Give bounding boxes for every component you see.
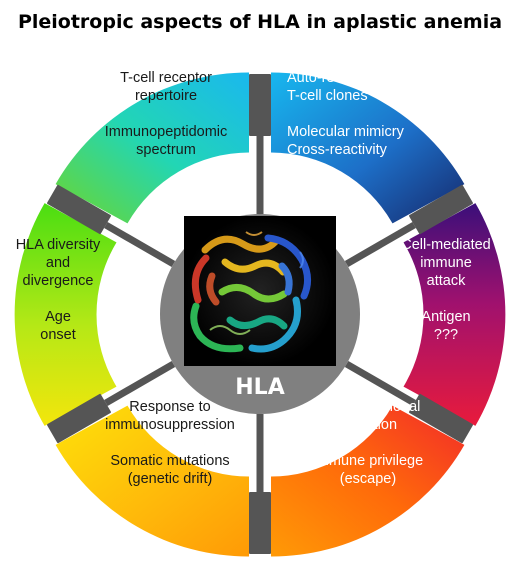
segment-left-line: HLA diversity [16,237,101,253]
spoke-lower-right [344,360,473,444]
segment-top-left-line: spectrum [136,142,196,158]
spoke-lower-left [47,360,176,444]
segment-top-right-line: Molecular mimicry [287,124,405,140]
spoke-upper-left [47,184,176,268]
segment-bottom-left-line: immunosuppression [105,417,235,433]
segment-bottom-right-line: evolution [339,417,397,433]
segment-top-right-line: T-cell clones [287,88,368,104]
segment-right [403,203,506,426]
segment-bottom-right-line: Malignant clonal [316,399,421,415]
segment-text-top-left: T-cell receptor repertoireImmunopeptidomi… [105,70,228,158]
segment-top-left-line: repertoire [135,88,197,104]
spoke-upper-right [344,184,473,268]
segment-top-left-line: Immunopeptidomic [105,124,228,140]
segment-bottom-left [55,405,249,557]
segment-left [14,203,117,426]
segment-right-line: immune [420,255,472,271]
segment-bottom-left-line: Response to [129,399,210,415]
segment-top-left [55,72,249,224]
segment-right-line: ??? [434,327,458,343]
spoke-top [249,74,271,214]
segment-right-line: Cell-mediated [401,237,490,253]
diagram-title: Pleiotropic aspects of HLA in aplastic a… [18,11,502,33]
segment-bottom-left-line: (genetic drift) [128,471,213,487]
segment-right-line: Antigen [421,309,470,325]
segment-bottom-right-line: Immune privilege [313,453,423,469]
segment-left-line: and [46,255,70,271]
hub-label: HLA [235,375,284,400]
segment-top-right-line: Cross-reactivity [287,142,388,158]
segment-ring [14,72,506,557]
segment-top-left-line: T-cell receptor [120,70,212,86]
segment-bottom-right-line: (escape) [340,471,396,487]
hla-protein-structure-image [184,216,336,366]
spoke-bottom [249,414,271,554]
segment-left-line: Age [45,309,71,325]
segment-left-line: divergence [23,273,94,289]
segment-top-right [271,72,465,224]
segment-bottom-right [271,405,465,557]
segment-bottom-left-line: Somatic mutations [110,453,229,469]
connector-spokes [47,74,473,554]
segment-right-line: attack [427,273,466,289]
segment-top-right-line: Auto-reactive [287,70,372,86]
segment-left-line: onset [40,327,75,343]
